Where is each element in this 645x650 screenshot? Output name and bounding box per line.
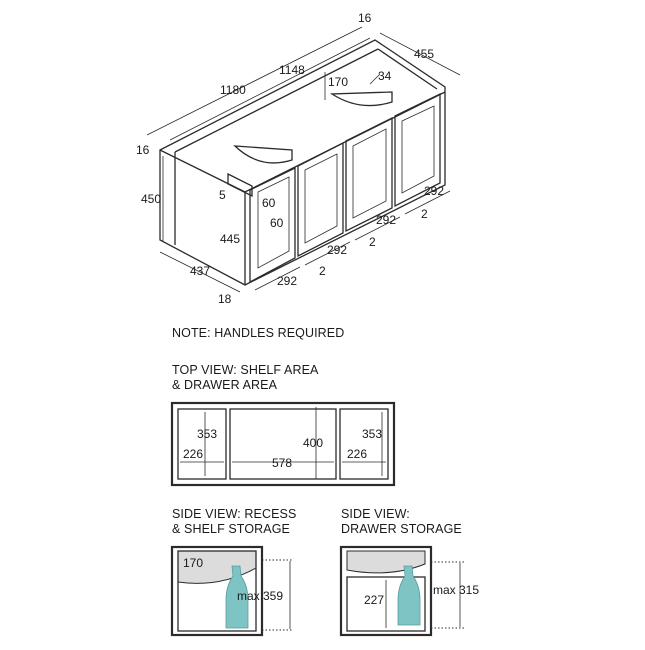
side-recess-inner: [177, 550, 257, 632]
top-view-center-bay: [229, 408, 337, 480]
label-side-depth: 437: [190, 264, 210, 278]
label-door-width-3: 292: [376, 213, 396, 227]
cabinet-top-back-edge: [174, 48, 379, 153]
label-door-gap-1: 2: [319, 264, 326, 278]
label-center-width: 578: [272, 456, 292, 470]
side-bay-top: [227, 172, 253, 198]
door-2: [297, 141, 344, 258]
side-recess-outline: [170, 545, 264, 637]
side-drawer-title-line2: DRAWER STORAGE: [341, 522, 462, 536]
label-gap-top: 5: [219, 188, 226, 202]
side-drawer-outline: [339, 545, 433, 637]
label-frame-side: 60: [270, 216, 284, 230]
dim-line-door-3: [354, 216, 401, 241]
label-frame-top: 60: [262, 196, 276, 210]
label-max-recess: max 359: [237, 589, 283, 603]
label-door-width-2: 292: [327, 243, 347, 257]
dim-line-inner-width: [169, 37, 371, 141]
cabinet-top-side-edge: [377, 48, 438, 90]
side-view-recess: SIDE VIEW: RECESS & SHELF STORAGE 170 ma…: [170, 507, 296, 637]
label-overall-width: 1180: [220, 83, 246, 97]
dim-line-door-4: [404, 190, 451, 215]
label-door-width-1: 292: [277, 274, 297, 288]
label-left-depth: 353: [197, 427, 217, 441]
door-3: [345, 116, 393, 233]
label-door-gap-3: 2: [421, 207, 428, 221]
side-drawer-title-line1: SIDE VIEW:: [341, 507, 410, 521]
dim-line-recess-offset: [369, 73, 381, 85]
label-max-drawer: max 315: [433, 583, 479, 597]
bottle-icon: [225, 565, 249, 629]
dim-line-side-depth: [159, 251, 241, 293]
label-side-thickness: 16: [136, 143, 150, 157]
note-handles-required: NOTE: HANDLES REQUIRED: [172, 326, 344, 340]
dim-line-overall-width: [146, 26, 363, 136]
label-left-width: 226: [183, 447, 203, 461]
top-view-title-line2: & DRAWER AREA: [172, 378, 278, 392]
label-door-gap-2: 2: [369, 235, 376, 249]
isometric-view: 1180 1148 16 455 16 170 34 450 445 5 60 …: [136, 11, 461, 306]
dim-line-door-2: [304, 241, 351, 266]
dim-line-depth: [379, 32, 461, 76]
dim-line-door-1: [254, 266, 301, 291]
label-recess-offset: 34: [378, 69, 392, 83]
bottle-icon: [397, 565, 421, 626]
top-view-outline: [170, 401, 396, 487]
cabinet-silhouette: [159, 39, 446, 286]
side-drawer-cutout: [346, 550, 426, 574]
top-view-left-bay: [177, 408, 227, 480]
label-door-width-4: 292: [424, 184, 444, 198]
label-depth: 455: [414, 47, 434, 61]
label-drawer-height: 227: [364, 593, 384, 607]
label-door-thickness: 18: [218, 292, 232, 306]
side-recess-title-line2: & SHELF STORAGE: [172, 522, 290, 536]
recess-left: [233, 145, 293, 164]
top-view-title-line1: TOP VIEW: SHELF AREA: [172, 363, 319, 377]
label-door-height: 445: [220, 232, 240, 246]
label-right-width: 226: [347, 447, 367, 461]
label-top-thickness: 16: [358, 11, 372, 25]
label-center-depth: 400: [303, 436, 323, 450]
recess-right: [329, 91, 393, 107]
label-inner-width: 1148: [279, 63, 305, 77]
cabinet-top-right-edge: [244, 91, 446, 193]
side-drawer-box: [346, 576, 426, 632]
top-view-right-bay: [339, 408, 389, 480]
side-recess-title-line1: SIDE VIEW: RECESS: [172, 507, 296, 521]
label-recess-depth: 170: [328, 75, 348, 89]
door-1: [249, 166, 296, 284]
side-view-drawer: SIDE VIEW: DRAWER STORAGE 227 max 315: [339, 507, 479, 637]
door-4: [394, 92, 441, 208]
label-right-depth: 353: [362, 427, 382, 441]
top-view: TOP VIEW: SHELF AREA & DRAWER AREA 353 2…: [170, 363, 396, 487]
label-height: 450: [141, 192, 161, 206]
label-recess: 170: [183, 556, 203, 570]
